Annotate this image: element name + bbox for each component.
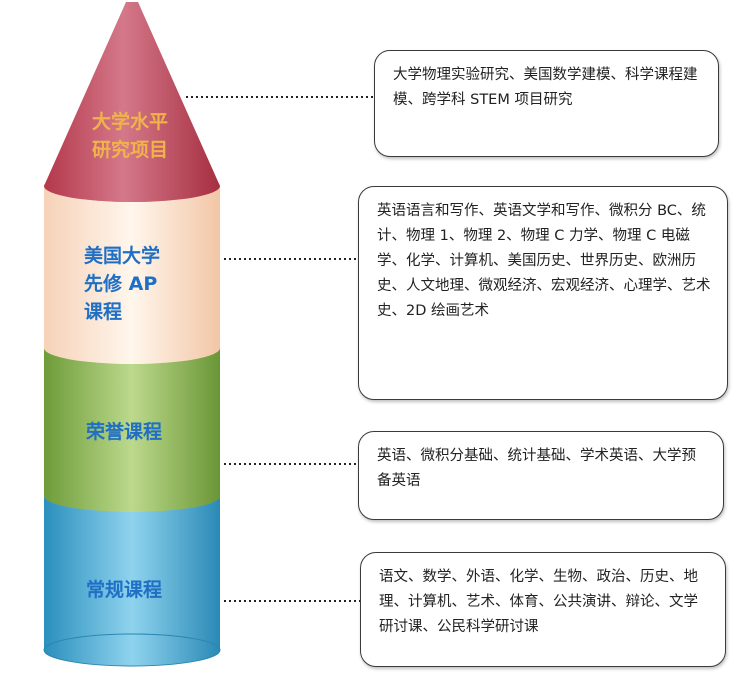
tier-label-ap: 美国大学 先修 AP 课程 — [84, 245, 161, 323]
tier-description-honors: 英语、微积分基础、统计基础、学术英语、大学预备英语 — [358, 431, 724, 520]
tier-label-honors: 荣誉课程 — [86, 421, 163, 443]
tier-label-top: 大学水平 研究项目 — [92, 111, 169, 161]
tier-ap-cylinder — [44, 186, 220, 364]
tier-label-regular: 常规课程 — [86, 579, 163, 601]
tier-description-ap: 英语语言和写作、英语文学和写作、微积分 BC、统计、物理 1、物理 2、物理 C… — [358, 186, 728, 400]
tier-top-cone — [44, 2, 220, 202]
tier-description-regular: 语文、数学、外语、化学、生物、政治、历史、地理、计算机、艺术、体育、公共演讲、辩… — [360, 552, 726, 667]
tier-description-top: 大学物理实验研究、美国数学建模、科学课程建模、跨学科 STEM 项目研究 — [374, 50, 719, 157]
